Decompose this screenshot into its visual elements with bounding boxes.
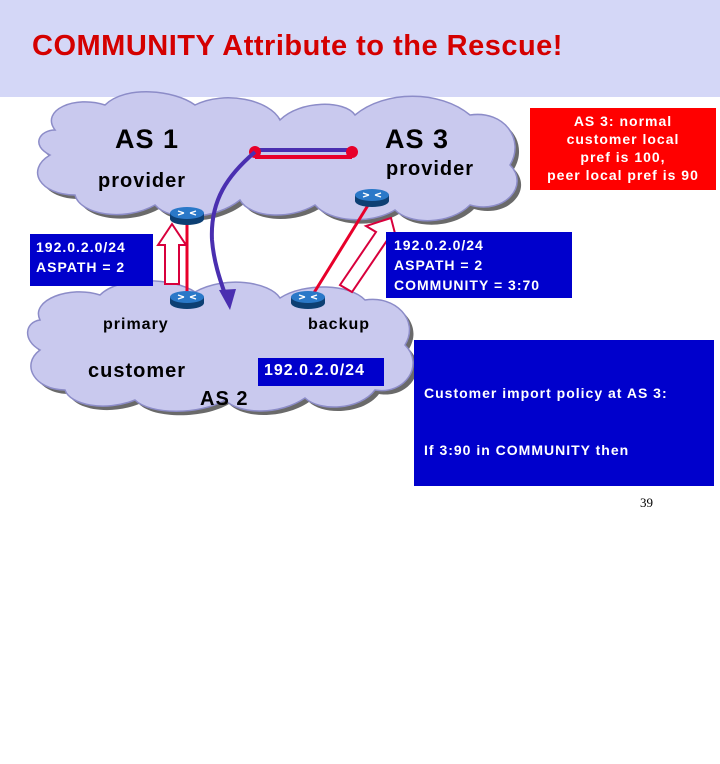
primary-announce-arrow	[156, 222, 188, 285]
policy-box: Customer import policy at AS 3: If 3:90 …	[414, 340, 714, 743]
primary-announcement-box: 192.0.2.0/24 ASPATH = 2	[30, 234, 153, 286]
backup-announcement-box: 192.0.2.0/24 ASPATH = 2 COMMUNITY = 3:70	[386, 232, 572, 298]
backup-label: backup	[308, 316, 371, 333]
header-band: COMMUNITY Attribute to the Rescue!	[0, 0, 720, 97]
as2-name: AS 2	[200, 388, 249, 410]
traffic-arrowhead	[219, 289, 236, 310]
policy-line-7: set local preference to 70	[424, 727, 619, 743]
policy-line-4: If 3:80 in COMMUNITY then	[424, 556, 630, 572]
peering-endpoint-right	[346, 146, 358, 158]
as2-prefix-box: 192.0.2.0/24	[258, 358, 384, 386]
page-number: 39	[640, 495, 653, 510]
as3-name: AS 3	[385, 124, 450, 154]
as3-note-line-1: AS 3: normal	[573, 113, 673, 129]
as1-name: AS 1	[115, 124, 180, 154]
router-icon-as2-backup	[291, 291, 325, 309]
as3-note-box: AS 3: normal customer local pref is 100,…	[530, 108, 716, 190]
traffic-path	[209, 150, 257, 301]
policy-line-1: Customer import policy at AS 3:	[424, 385, 668, 401]
page-title: COMMUNITY Attribute to the Rescue!	[32, 30, 563, 62]
backup-announcement-community: COMMUNITY = 3:70	[394, 277, 541, 293]
backup-announcement-prefix: 192.0.2.0/24	[394, 237, 484, 253]
router-icon-as3	[355, 189, 389, 207]
as2-role: customer	[88, 360, 187, 382]
backup-link	[310, 201, 372, 297]
as1-role: provider	[98, 170, 187, 192]
router-icon-as2-primary	[170, 291, 204, 309]
primary-announcement-prefix: 192.0.2.0/24	[36, 239, 126, 255]
policy-line-5: set local preference to 80	[424, 613, 619, 629]
primary-label: primary	[103, 316, 169, 333]
policy-line-6: If 3:70 in COMMUNITY then	[424, 670, 630, 686]
backup-announcement-aspath: ASPATH = 2	[394, 257, 484, 273]
policy-line-2: If 3:90 in COMMUNITY then	[424, 442, 630, 458]
as3-note-line-3: pref is 100,	[580, 149, 666, 165]
as3-role: provider	[386, 158, 475, 180]
policy-line-3: set local preference to 90	[424, 499, 619, 515]
as3-note-line-2: customer local	[566, 131, 680, 147]
router-icon-as1	[170, 207, 204, 225]
as3-note-line-4: peer local pref is 90	[547, 167, 699, 183]
primary-announcement-aspath: ASPATH = 2	[36, 259, 126, 275]
